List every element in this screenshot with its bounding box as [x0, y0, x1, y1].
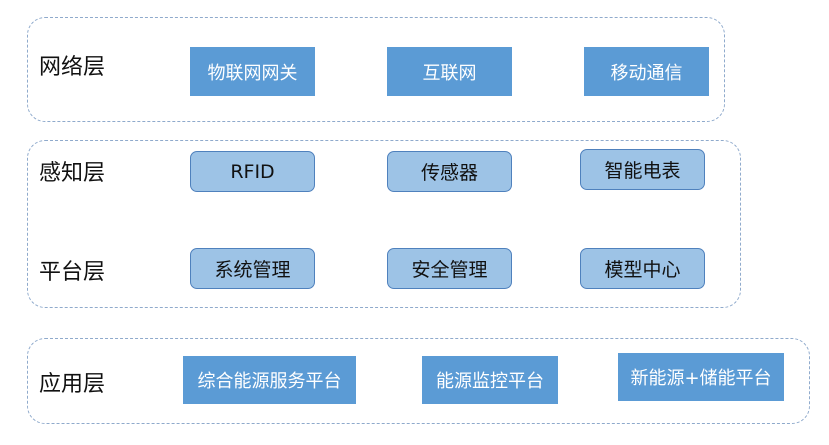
- application-layer-frame: [27, 338, 810, 424]
- perception-platform-frame: [27, 140, 741, 308]
- perception-layer-label: 感知层: [39, 161, 106, 186]
- platform-item-model-center: 模型中心: [580, 248, 705, 289]
- platform-item-security-management: 安全管理: [387, 248, 512, 289]
- network-item-iot-gateway: 物联网网关: [190, 47, 315, 96]
- application-item-energy-monitoring-platform: 能源监控平台: [422, 356, 558, 404]
- application-layer-label: 应用层: [39, 372, 106, 397]
- application-item-integrated-energy-service-platform: 综合能源服务平台: [183, 356, 356, 404]
- network-layer-label: 网络层: [39, 55, 106, 80]
- perception-item-rfid: RFID: [190, 151, 315, 192]
- perception-item-smart-meter: 智能电表: [580, 149, 705, 190]
- application-item-new-energy-storage-platform: 新能源+储能平台: [618, 353, 784, 401]
- perception-item-sensor: 传感器: [387, 151, 512, 192]
- network-item-internet: 互联网: [387, 47, 512, 96]
- network-layer-frame: [27, 17, 725, 122]
- platform-layer-label: 平台层: [39, 260, 106, 285]
- platform-item-system-management: 系统管理: [190, 248, 315, 289]
- network-item-mobile-communication: 移动通信: [584, 47, 709, 96]
